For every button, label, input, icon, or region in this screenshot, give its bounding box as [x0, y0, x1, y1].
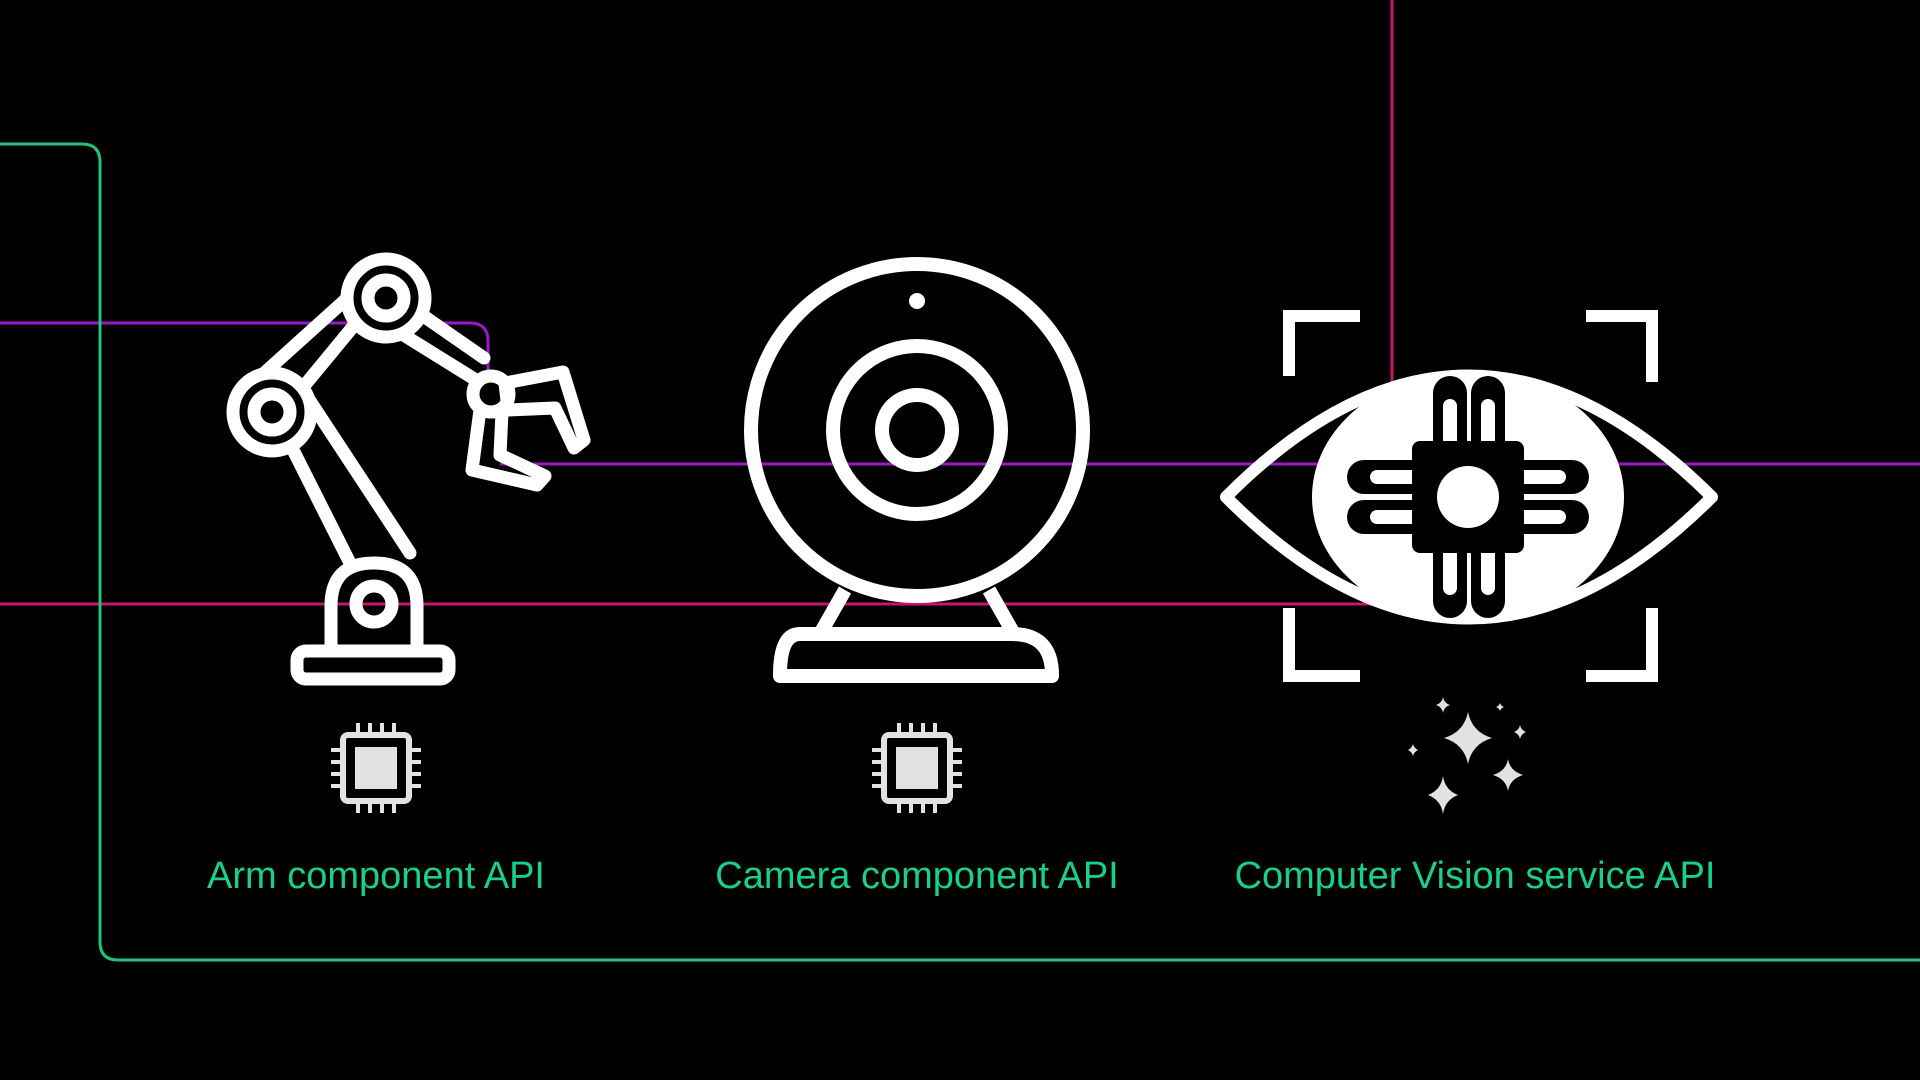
robot-arm-icon [226, 252, 591, 686]
sparkles-icon [1408, 697, 1526, 814]
microchip-icon [331, 723, 421, 813]
webcam-icon [744, 257, 1090, 683]
background-lines [0, 0, 1920, 962]
arm-component-api-label: Arm component API [207, 855, 545, 897]
eye-chip-focus-icon [1220, 310, 1718, 682]
computer-vision-service-api-label: Computer Vision service API [1234, 855, 1716, 897]
microchip-icon [872, 723, 962, 813]
green-frame [0, 142, 1920, 962]
purple-upper-line [0, 321, 490, 400]
camera-component-api-label: Camera component API [715, 855, 1119, 897]
